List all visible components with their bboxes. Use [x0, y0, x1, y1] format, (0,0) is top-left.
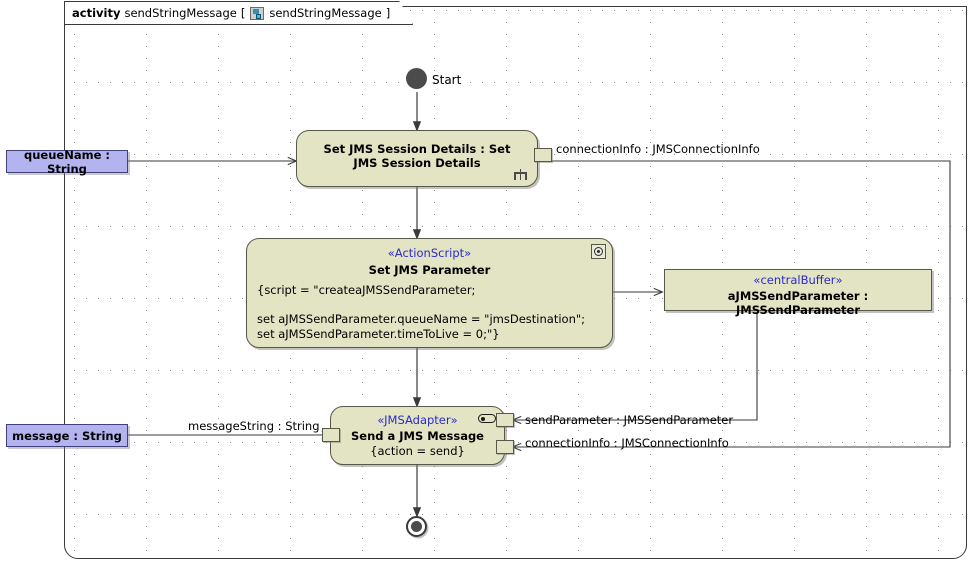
script-line-3: set aJMSSendParameter.queueName = "jmsDe… — [257, 311, 586, 326]
pin-messagestring-in[interactable] — [322, 428, 340, 442]
buffer-stereotype: «centralBuffer» — [753, 273, 843, 287]
script-gear-icon — [591, 244, 606, 259]
label-messagestring: messageString : String — [188, 419, 320, 433]
frame-bracket-open: [ — [240, 6, 246, 20]
action-set-jms-session-details[interactable]: Set JMS Session Details : Set JMS Sessio… — [296, 130, 538, 187]
label-connectioninfo-bottom: connectionInfo : JMSConnectionInfo — [525, 436, 729, 450]
activity-parameter-message[interactable]: message : String — [6, 424, 128, 447]
label-sendparameter: sendParameter : JMSSendParameter — [525, 413, 734, 427]
buffer-title: aJMSSendParameter : JMSSendParameter — [727, 288, 869, 317]
pin-connectioninfo-out[interactable] — [534, 148, 552, 162]
edge-connectioninfo-loop — [513, 160, 951, 447]
call-behavior-rake-icon — [514, 169, 527, 180]
frame-diagram-name: sendStringMessage — [269, 6, 382, 20]
action-set-jms-parameter[interactable]: «ActionScript» Set JMS Parameter {script… — [246, 238, 613, 348]
activity-diagram-icon — [250, 7, 264, 20]
pin-sendparameter-in[interactable] — [496, 413, 514, 427]
parameter-label: queueName : String — [24, 147, 110, 176]
frame-activity-name: sendStringMessage — [124, 6, 237, 20]
action-stereotype: «ActionScript» — [387, 246, 472, 260]
pin-connectioninfo-in[interactable] — [496, 440, 514, 454]
parameter-label: message : String — [12, 428, 122, 443]
edge-buffer-to-sendparameter-pin — [513, 313, 758, 420]
script-line-4: set aJMSSendParameter.timeToLive = 0;"} — [257, 326, 500, 341]
action-stereotype: «JMSAdapter» — [377, 413, 458, 427]
activity-frame-header: activity sendStringMessage [ sendStringM… — [64, 1, 413, 25]
action-title: Set JMS Parameter — [368, 262, 491, 277]
frame-bracket-close: ] — [385, 6, 391, 20]
initial-node-icon — [406, 68, 427, 89]
action-title: Send a JMS Message — [350, 428, 484, 443]
activity-parameter-queuename[interactable]: queueName : String — [6, 147, 128, 176]
start-label: Start — [432, 73, 462, 87]
frame-keyword: activity — [72, 6, 121, 20]
object-node-central-buffer[interactable]: «centralBuffer» aJMSSendParameter : JMSS… — [664, 269, 932, 317]
adapter-pill-icon — [478, 414, 496, 423]
script-line-1: {script = "createaJMSSendParameter; — [257, 282, 476, 297]
action-constraint: {action = send} — [370, 443, 465, 458]
label-connectioninfo-top: connectionInfo : JMSConnectionInfo — [556, 142, 760, 156]
action-send-a-jms-message[interactable]: «JMSAdapter» Send a JMS Message {action … — [330, 406, 505, 465]
action-title: Set JMS Session Details : Set JMS Sessio… — [323, 142, 511, 171]
activity-final-node-icon — [406, 516, 427, 537]
script-line-2 — [257, 298, 602, 312]
